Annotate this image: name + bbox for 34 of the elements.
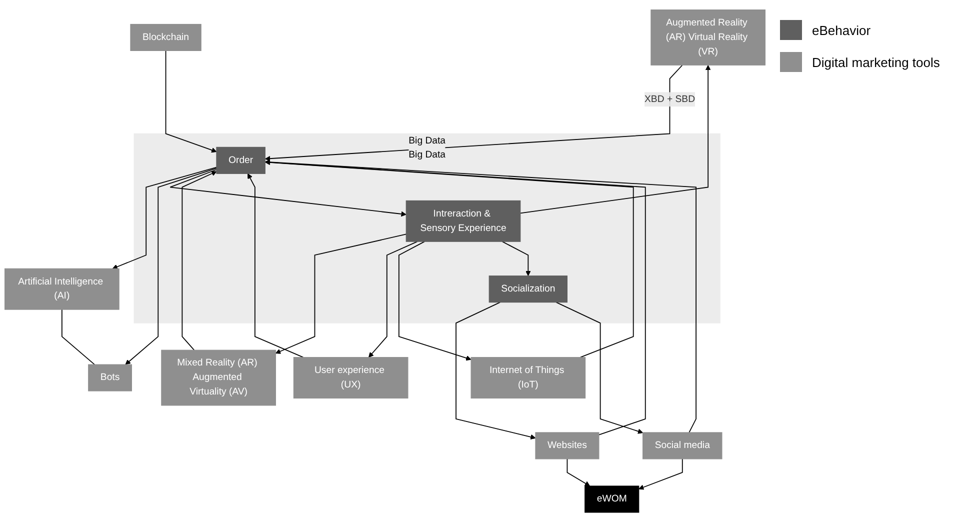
arrow [112,167,217,270]
arrow [556,302,644,434]
edge-label: XBD + SBD [644,94,696,105]
node-box: Artificial Intelligence (AI) [4,268,120,310]
arrow [125,168,217,366]
node-box: Internet of Things (IoT) [470,357,586,399]
arrow [182,171,217,351]
arrow [566,458,590,487]
arrow [456,302,536,440]
arrow [264,160,634,358]
arrow [638,458,683,490]
arrow [165,50,217,153]
arrow [170,170,406,217]
arrow [398,242,472,361]
node-box: Intreraction & Sensory Experience [406,200,521,242]
node-box: User experience (UX) [293,357,408,399]
arrow [368,242,418,358]
arrow [248,174,304,358]
legend-label: Digital marketing tools [812,54,940,70]
legend-label: eBehavior [812,22,871,38]
node-box: Social media [642,432,722,460]
node-box: Bots [88,364,132,392]
arrow [520,65,711,214]
node-box: eWOM [584,486,640,514]
arrow [264,65,683,162]
connector [61,309,96,366]
node-box: Websites [535,432,600,460]
node-box: Augmented Reality (AR) Virtual Reality (VR) [650,10,766,66]
node-box: Socialization [488,276,568,303]
arrow [275,234,407,354]
node-box: Mixed Reality (AR) Augmented Virtuality (AV) [161,350,276,406]
node-box: Blockchain [130,24,202,52]
node-box: Order [216,147,266,174]
arrow [502,242,531,276]
